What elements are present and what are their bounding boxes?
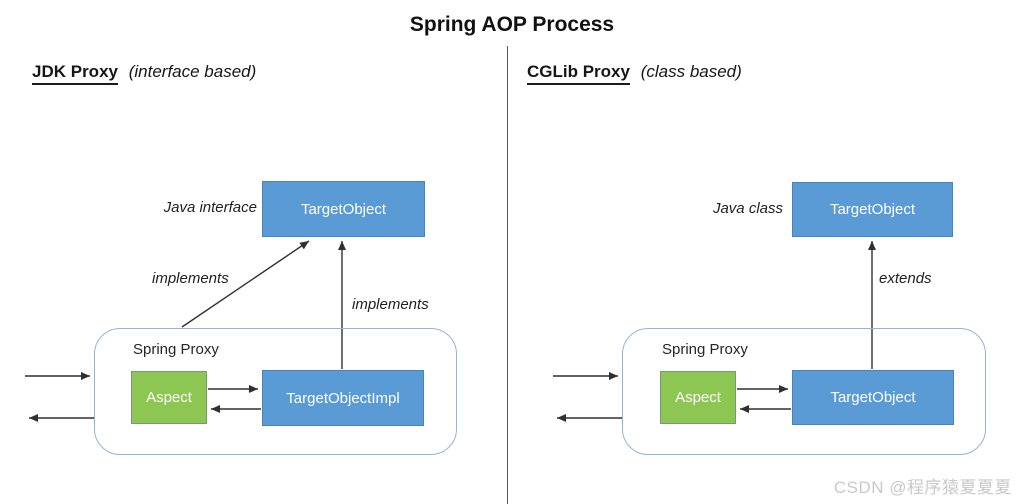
center-divider bbox=[507, 46, 508, 504]
jdk-target-object-box: TargetObject bbox=[262, 181, 425, 237]
jdk-implements-diagonal-arrow bbox=[181, 240, 310, 328]
jdk-spring-proxy-container bbox=[94, 328, 457, 455]
cglib-proxy-heading-name: CGLib Proxy bbox=[527, 62, 630, 85]
cglib-proxy-heading: CGLib Proxy (class based) bbox=[527, 62, 742, 85]
cglib-java-class-label: Java class bbox=[712, 200, 783, 217]
page-title: Spring AOP Process bbox=[409, 13, 615, 36]
jdk-spring-proxy-label: Spring Proxy bbox=[133, 341, 219, 358]
csdn-watermark: CSDN @程序猿夏夏夏 bbox=[833, 478, 1012, 497]
cglib-proxy-heading-qualifier: (class based) bbox=[640, 62, 742, 81]
jdk-java-interface-label: Java interface bbox=[163, 199, 257, 216]
jdk-proxy-heading: JDK Proxy (interface based) bbox=[32, 62, 256, 85]
jdk-proxy-heading-qualifier: (interface based) bbox=[128, 62, 257, 81]
jdk-aspect-box: Aspect bbox=[131, 371, 207, 424]
cglib-inner-target-object-box: TargetObject bbox=[792, 370, 954, 425]
cglib-target-object-box: TargetObject bbox=[792, 182, 953, 237]
cglib-aspect-box: Aspect bbox=[660, 371, 736, 424]
cglib-spring-proxy-container bbox=[622, 328, 986, 455]
jdk-target-object-impl-box: TargetObjectImpl bbox=[262, 370, 424, 426]
cglib-extends-label: extends bbox=[879, 270, 932, 287]
jdk-implements-diagonal-label: implements bbox=[152, 270, 229, 287]
cglib-spring-proxy-label: Spring Proxy bbox=[662, 341, 748, 358]
jdk-implements-vertical-label: implements bbox=[352, 296, 429, 313]
jdk-proxy-heading-name: JDK Proxy bbox=[32, 62, 118, 85]
